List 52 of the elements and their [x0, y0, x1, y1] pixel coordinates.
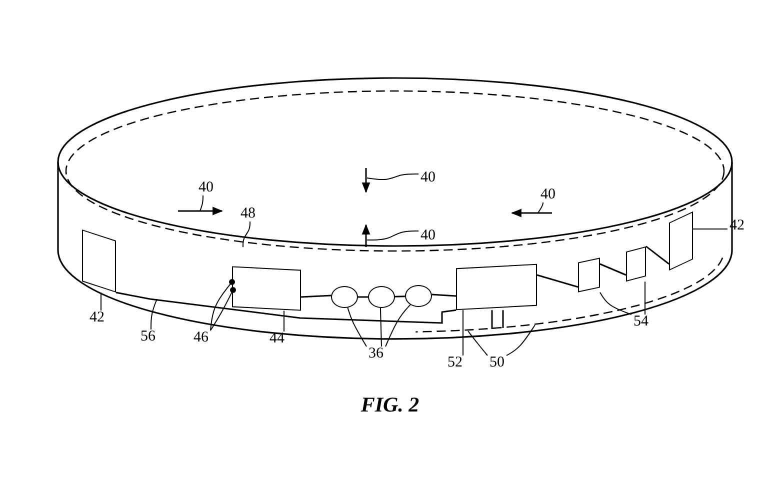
component-box: [82, 229, 116, 293]
wire: [536, 274, 578, 288]
component-box: [626, 246, 646, 282]
wire: [300, 294, 332, 298]
wire: [502, 310, 504, 328]
callout-number: 40: [418, 170, 438, 186]
leader-line: [462, 310, 464, 356]
oval-component: [368, 286, 395, 308]
callout-number: 40: [196, 180, 216, 196]
callout-number: 50: [488, 356, 506, 370]
leader-line: [210, 284, 231, 331]
wire: [646, 246, 670, 265]
contact-dot: [229, 279, 235, 285]
callout-number: 40: [418, 228, 438, 244]
leader-line: [100, 292, 102, 311]
leader-line: [150, 298, 158, 330]
leader-line: [538, 202, 544, 214]
leader-line: [242, 221, 250, 248]
leader-line: [366, 230, 419, 240]
component-box: [669, 211, 693, 271]
leader-line: [347, 307, 367, 347]
leader-line: [366, 174, 419, 180]
component-box: [232, 266, 301, 311]
leader-line: [600, 292, 632, 315]
wire: [358, 296, 368, 298]
component-box: [456, 264, 537, 310]
wire: [600, 263, 626, 276]
wire: [491, 310, 493, 329]
callout-number: 36: [366, 346, 386, 362]
contact-dot: [230, 287, 236, 293]
oval-component: [405, 285, 432, 307]
leader-line: [506, 324, 536, 356]
callout-number: 42: [88, 310, 106, 326]
callout-number: 56: [138, 330, 158, 344]
callout-number: 48: [238, 206, 258, 222]
leader-line: [692, 228, 728, 230]
wire: [116, 292, 456, 324]
figure-caption: FIG. 2: [360, 392, 420, 418]
leader-line: [644, 281, 646, 315]
wire: [432, 294, 456, 297]
callout-number: 46: [192, 330, 210, 346]
oval-component: [331, 286, 358, 308]
component-box: [578, 258, 600, 292]
wire: [394, 296, 406, 298]
callout-number: 54: [632, 314, 650, 330]
leader-line: [385, 304, 411, 347]
leader-line: [468, 330, 488, 356]
leader-line: [380, 307, 382, 347]
callout-number: 52: [446, 356, 464, 370]
callout-number: 40: [538, 188, 558, 202]
leader-line: [210, 292, 232, 331]
leader-line: [200, 195, 204, 212]
